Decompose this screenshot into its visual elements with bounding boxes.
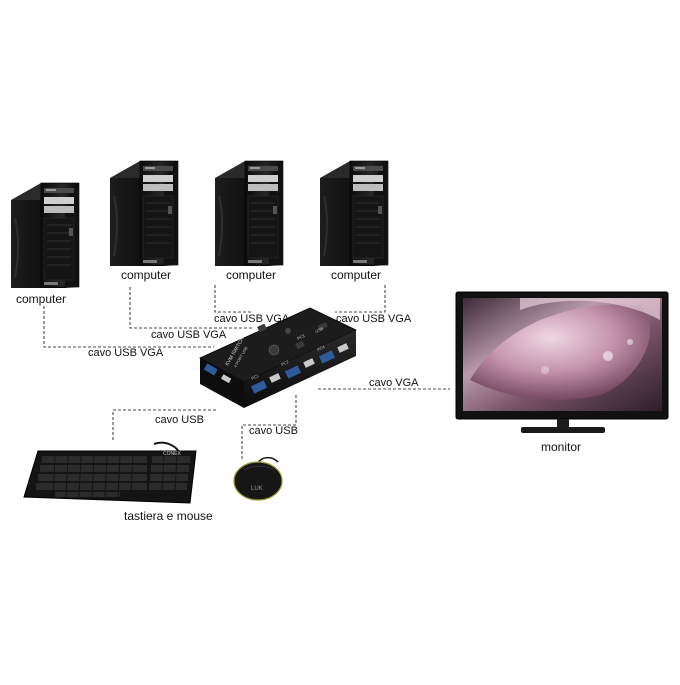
vga-port-icon xyxy=(318,350,336,364)
computer-tower-4 xyxy=(320,160,389,266)
monitor xyxy=(455,291,669,433)
computer-label-1: computer xyxy=(16,292,67,306)
cable-keyboard xyxy=(112,409,218,440)
cable-mouse xyxy=(241,395,297,459)
cable-pc4 xyxy=(335,285,386,313)
kvm-port-label-4: PC4 xyxy=(316,344,326,352)
cable-label-mouse: cavo USB xyxy=(249,425,298,437)
mouse: LUK xyxy=(233,456,283,501)
cable-pc1 xyxy=(43,306,214,348)
computer-tower-2 xyxy=(110,160,179,266)
cables xyxy=(43,285,450,459)
cable-pc3 xyxy=(214,285,253,313)
usb-port-icon xyxy=(303,358,315,368)
cable-pc2 xyxy=(129,287,253,329)
peripherals-label: tastiera e mouse xyxy=(124,509,213,523)
usb-port-icon xyxy=(269,373,281,383)
computer-label-4: computer xyxy=(331,268,382,282)
usb-port-icon xyxy=(337,343,349,353)
cable-label-pc1: cavo USB VGA xyxy=(88,347,164,359)
vga-port-icon xyxy=(284,365,302,379)
computer-tower-1 xyxy=(11,182,80,288)
keyboard: CONEX xyxy=(23,441,197,504)
monitor-label: monitor xyxy=(541,440,582,454)
vga-port-icon xyxy=(203,363,218,376)
kvm-select-button xyxy=(268,344,280,356)
computer-tower-3 xyxy=(215,160,284,266)
cable-label-monitor: cavo VGA xyxy=(369,377,419,389)
keyboard-brand: CONEX xyxy=(163,451,181,457)
cable-label-pc2: cavo USB VGA xyxy=(151,329,227,341)
cable-label-pc3: cavo USB VGA xyxy=(214,313,290,325)
usb-port-icon xyxy=(221,374,232,384)
computer-label-3: computer xyxy=(226,268,277,282)
cable-label-keyboard: cavo USB xyxy=(155,414,204,426)
kvm-port-label-1: PC1 xyxy=(250,373,260,381)
kvm-port-label-3: PC3 xyxy=(296,333,306,341)
vga-port-icon xyxy=(250,380,268,394)
computer-label-2: computer xyxy=(121,268,172,282)
kvm-usb-label: USB xyxy=(314,326,324,334)
mouse-brand: LUK xyxy=(251,486,263,492)
kvm-port-label-2: PC2 xyxy=(280,359,290,367)
cable-label-pc4: cavo USB VGA xyxy=(336,313,412,325)
